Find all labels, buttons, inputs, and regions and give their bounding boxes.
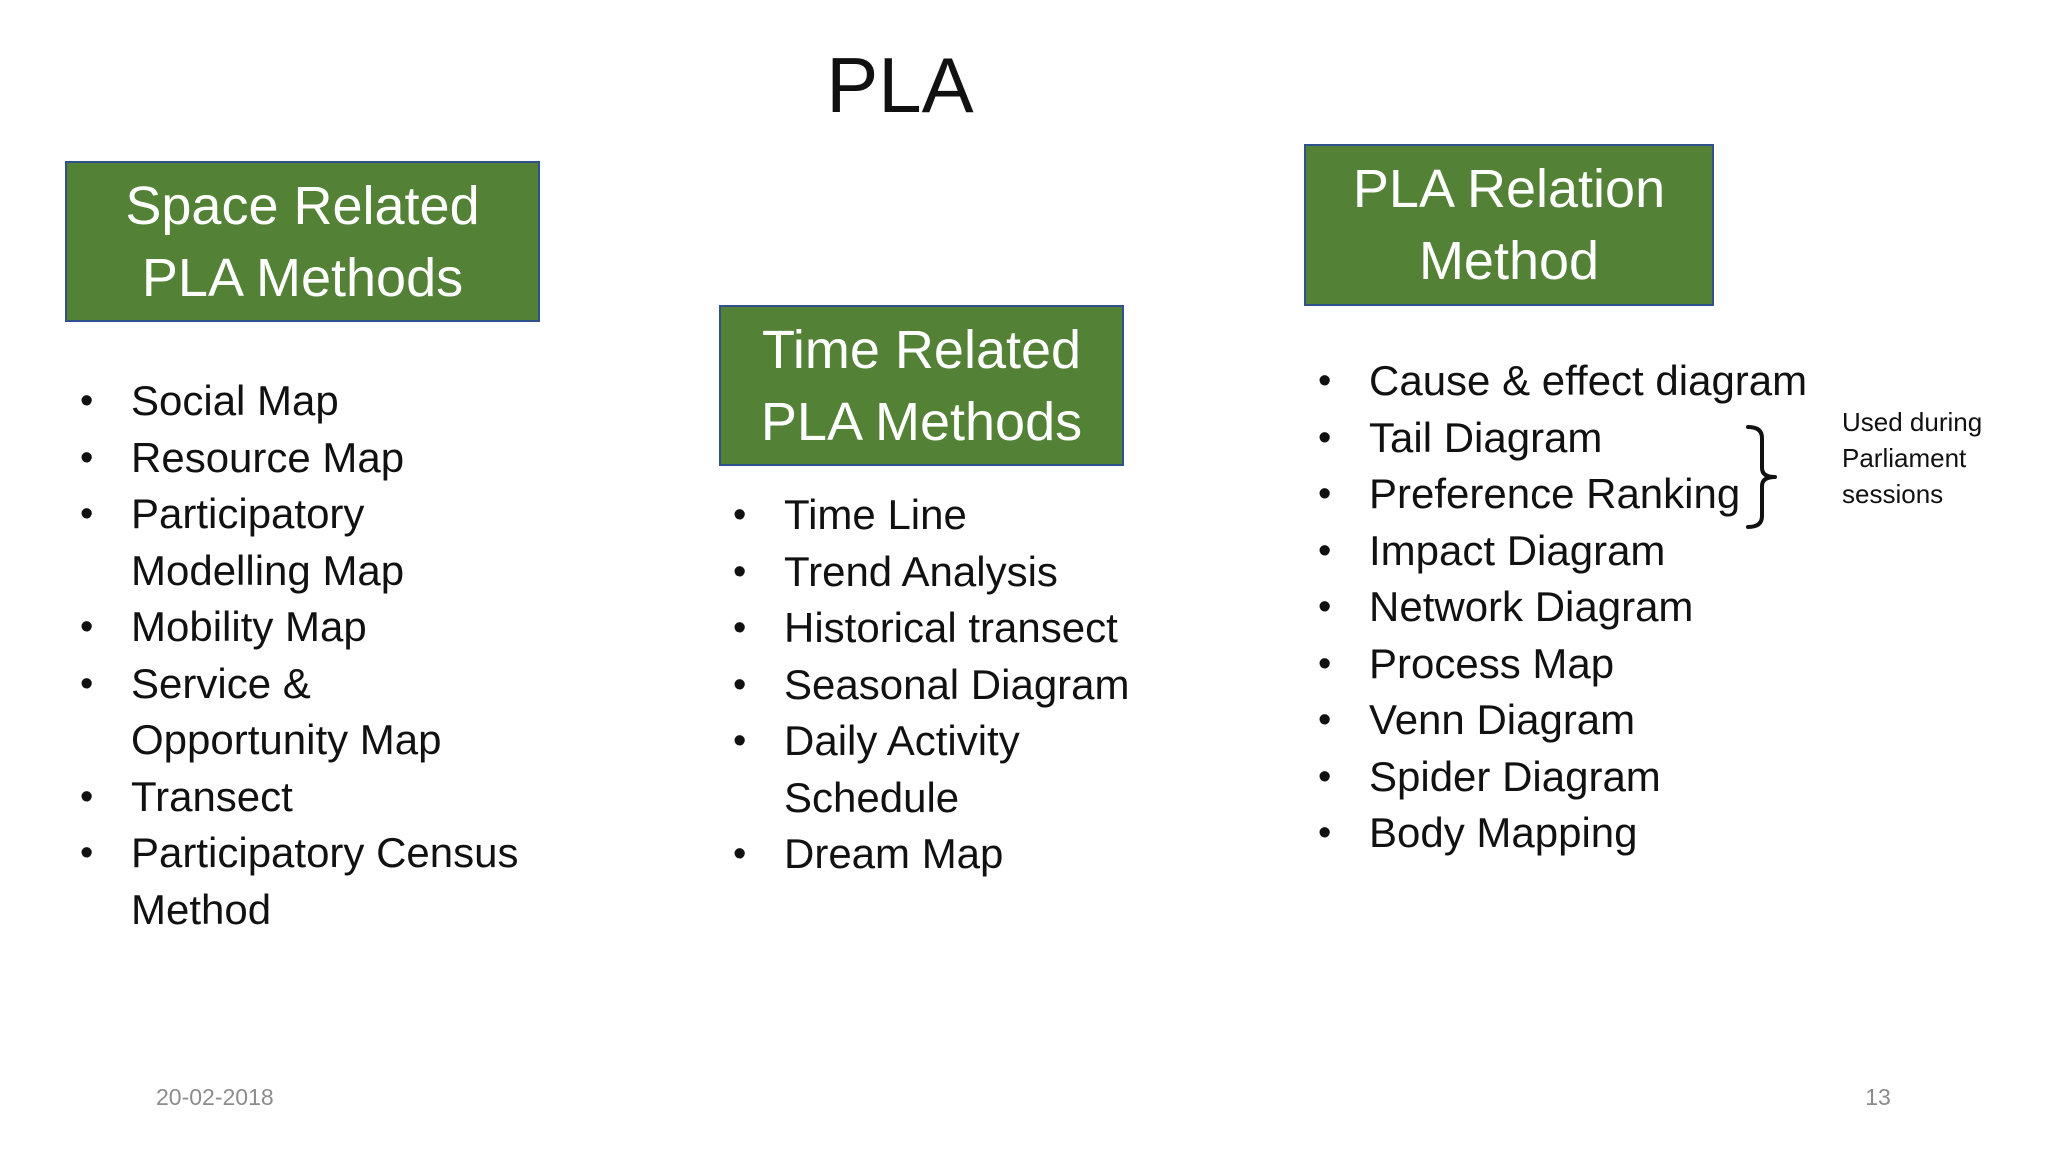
list-item: Resource Map xyxy=(80,430,550,487)
list-item: Dream Map xyxy=(733,826,1153,883)
list-item: Transect xyxy=(80,769,550,826)
list-item: Tail Diagram xyxy=(1318,410,1838,467)
time-methods-heading-box: Time Related PLA Methods xyxy=(719,305,1124,466)
heading-line: PLA Relation xyxy=(1352,159,1666,219)
list-item: Impact Diagram xyxy=(1318,523,1838,580)
list-item: Venn Diagram xyxy=(1318,692,1838,749)
time-methods-list: Time Line Trend Analysis Historical tran… xyxy=(733,487,1153,883)
heading-line: Time Related xyxy=(761,319,1082,380)
note-line: sessions xyxy=(1842,479,1944,509)
footer-date: 20-02-2018 xyxy=(156,1084,274,1110)
heading-line: PLA Methods xyxy=(141,247,464,308)
slide-title: PLA xyxy=(826,41,974,129)
list-item: Preference Ranking xyxy=(1318,466,1838,523)
list-item: Time Line xyxy=(733,487,1153,544)
list-item: Daily Activity Schedule xyxy=(733,713,1114,826)
space-methods-list: Social Map Resource Map Participatory Mo… xyxy=(80,373,550,938)
list-item: Service & Opportunity Map xyxy=(80,656,511,769)
heading-line: Space Related xyxy=(125,175,480,236)
list-item: Network Diagram xyxy=(1318,579,1838,636)
list-item: Body Mapping xyxy=(1318,805,1838,862)
list-item: Trend Analysis xyxy=(733,544,1153,601)
list-item: Social Map xyxy=(80,373,550,430)
heading-line: Method xyxy=(1418,231,1600,291)
heading-line: PLA Methods xyxy=(760,391,1083,452)
list-item: Mobility Map xyxy=(80,599,550,656)
list-item: Spider Diagram xyxy=(1318,749,1838,806)
list-item: Historical transect xyxy=(733,600,1153,657)
note-line: Parliament xyxy=(1842,443,1967,473)
brace-note: Used during Parliament sessions xyxy=(1842,404,2022,512)
space-methods-heading-box: Space Related PLA Methods xyxy=(65,161,540,322)
list-item: Participatory Modelling Map xyxy=(80,486,461,599)
relation-method-heading-box: PLA Relation Method xyxy=(1304,144,1714,306)
list-item: Process Map xyxy=(1318,636,1838,693)
list-item: Cause & effect diagram xyxy=(1318,353,1838,410)
page-number: 13 xyxy=(1865,1084,1891,1110)
list-item: Seasonal Diagram xyxy=(733,657,1153,714)
relation-methods-list: Cause & effect diagram Tail Diagram Pref… xyxy=(1318,353,1838,862)
right-brace-icon xyxy=(1746,425,1777,529)
note-line: Used during xyxy=(1842,407,1983,437)
list-item: Participatory Census Method xyxy=(80,825,601,938)
